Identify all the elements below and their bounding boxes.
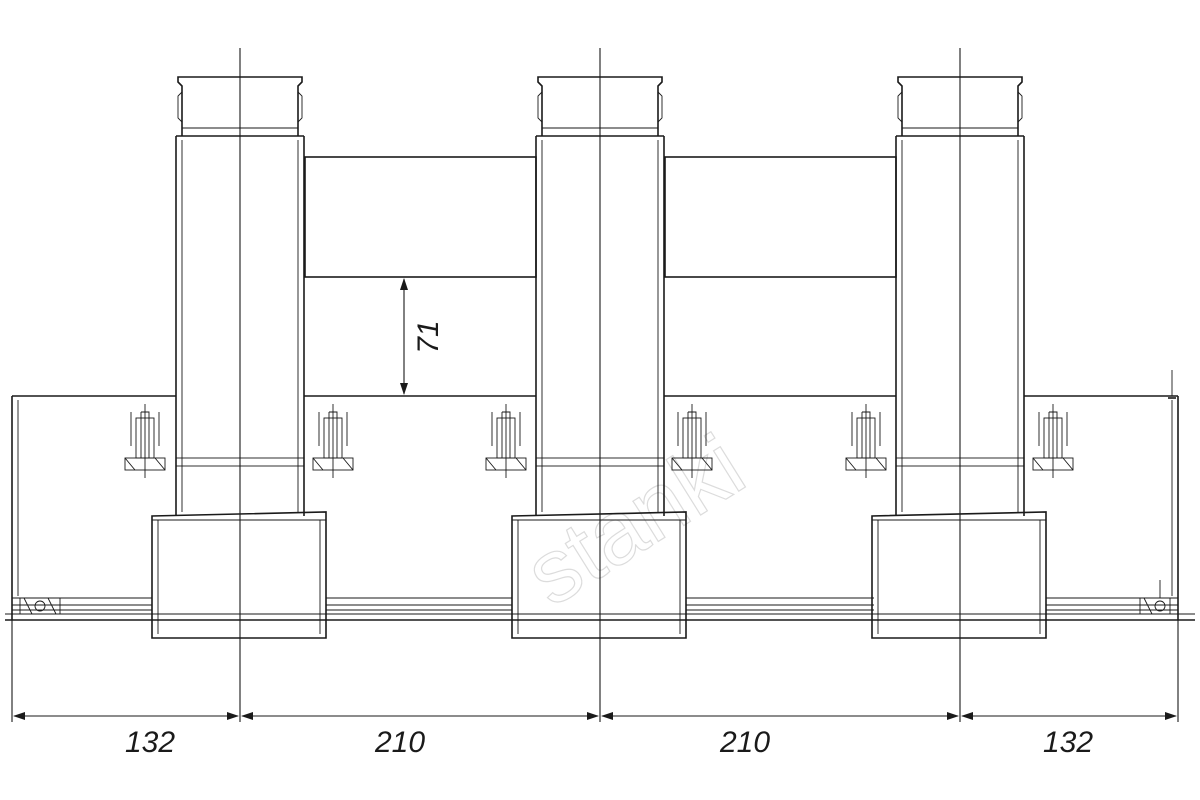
horizontal-dimensions: 132 210 210 132 <box>13 712 1177 759</box>
bottom-rails <box>5 580 1195 621</box>
column-left <box>151 76 327 639</box>
bolt <box>124 404 166 478</box>
bolt <box>485 404 527 478</box>
dim-outer-right: 132 <box>1043 726 1093 759</box>
bolt <box>845 404 887 478</box>
hatched-bar-left <box>304 156 537 278</box>
bolts <box>124 404 1074 478</box>
center-axes <box>11 48 1179 722</box>
end-bearing-left <box>19 597 61 615</box>
dim-gap-height: 71 <box>412 320 445 353</box>
bolt <box>312 404 354 478</box>
bolt <box>1032 404 1074 478</box>
end-bearing-right <box>1139 580 1171 615</box>
hatched-bar-right <box>664 156 897 278</box>
vertical-dimension: 71 <box>400 278 445 395</box>
column-right <box>871 76 1047 639</box>
column-middle <box>511 76 687 639</box>
base-housing <box>11 370 1179 620</box>
dim-pitch-right: 210 <box>719 726 770 759</box>
dim-pitch-left: 210 <box>374 726 425 759</box>
bolt <box>671 404 713 478</box>
watermark: stanki <box>509 416 761 625</box>
dim-outer-left: 132 <box>125 726 175 759</box>
